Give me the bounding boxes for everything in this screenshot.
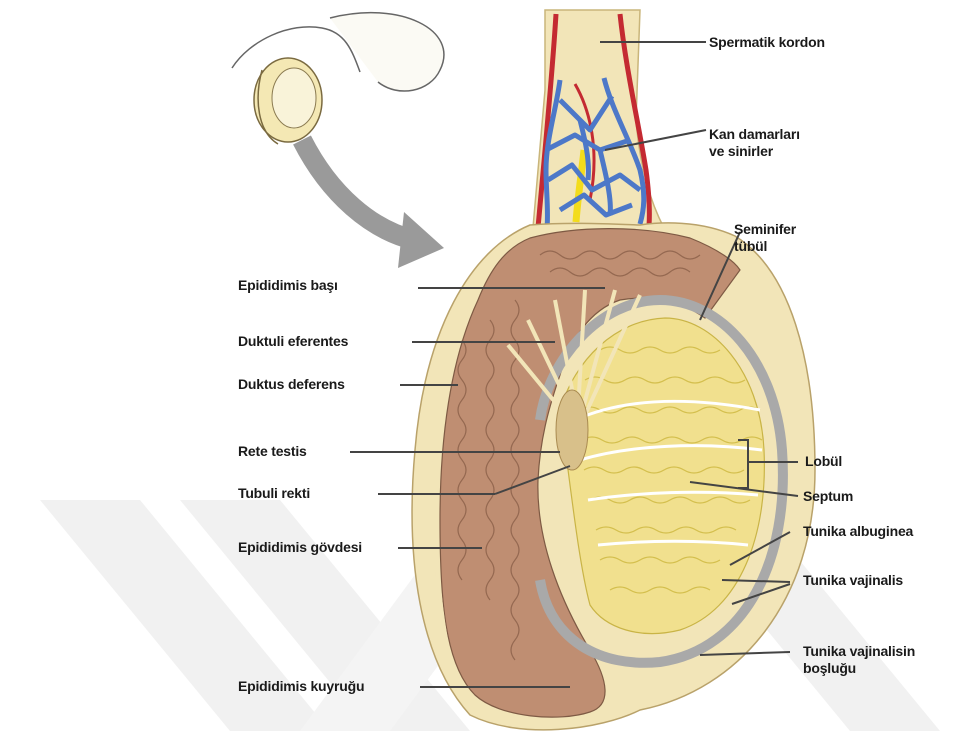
label-boslugu: boşluğu <box>803 661 856 676</box>
label-lobul: Lobül <box>805 454 842 469</box>
label-epididimis-basi: Epididimis başı <box>238 278 338 293</box>
pointer-arrow <box>302 140 444 268</box>
label-tunika-albuginea: Tunika albuginea <box>803 524 913 539</box>
label-rete-testis: Rete testis <box>238 444 307 459</box>
label-tubuli-rekti: Tubuli rekti <box>238 486 310 501</box>
label-tunika-vajinalis: Tunika vajinalis <box>803 573 903 588</box>
label-duktuli-eferentes: Duktuli eferentes <box>238 334 348 349</box>
label-septum: Septum <box>803 489 853 504</box>
label-tubul: tübül <box>734 239 767 254</box>
label-spermatik-kordon: Spermatik kordon <box>709 35 825 50</box>
label-epididimis-kuyrugu: Epididimis kuyruğu <box>238 679 364 694</box>
label-seminifer: Seminifer <box>734 222 796 237</box>
label-duktus-deferens: Duktus deferens <box>238 377 345 392</box>
label-tunika-vajinalisin: Tunika vajinalisin <box>803 644 915 659</box>
label-epididimis-govdesi: Epididimis gövdesi <box>238 540 362 555</box>
rete-testis <box>556 390 588 470</box>
label-kan-damarlari: Kan damarları <box>709 127 800 142</box>
label-ve-sinirler: ve sinirler <box>709 144 773 159</box>
inset-thumbnail <box>232 13 444 144</box>
testis-lobules <box>560 318 764 634</box>
